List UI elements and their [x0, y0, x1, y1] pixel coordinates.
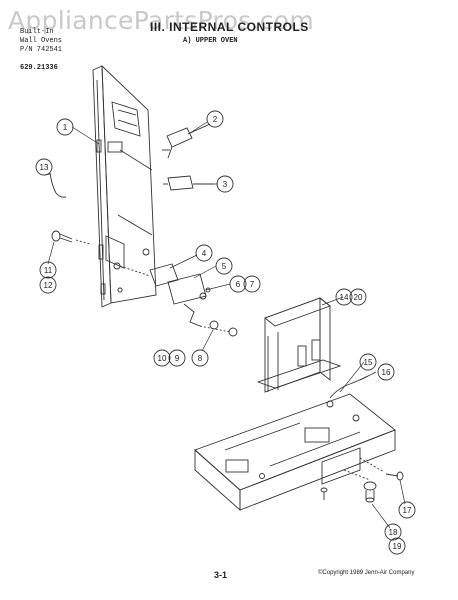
header-line-3: P/N 742541 — [20, 46, 63, 54]
svg-text:6: 6 — [236, 280, 241, 289]
fastener-parts — [320, 457, 404, 503]
callout-15: 15 — [359, 353, 377, 371]
callout-1: 1 — [56, 118, 74, 136]
svg-text:16: 16 — [382, 368, 391, 377]
svg-text:13: 13 — [40, 163, 49, 172]
wire-part — [49, 172, 67, 198]
knob-assembly — [183, 303, 238, 337]
svg-text:17: 17 — [403, 506, 412, 515]
callout-4: 4 — [195, 244, 213, 262]
svg-text:8: 8 — [198, 354, 203, 363]
header-line-1: Built-In — [20, 28, 54, 36]
leader-lines — [43, 121, 406, 529]
svg-text:12: 12 — [44, 281, 53, 290]
page-number: 3-1 — [214, 570, 228, 580]
svg-text:9: 9 — [175, 354, 180, 363]
svg-text:15: 15 — [364, 358, 373, 367]
callout-13: 13 — [35, 158, 53, 176]
callout-9: 9 — [168, 349, 186, 367]
header-info: Built-In Wall Ovens P/N 742541 — [20, 28, 62, 55]
callout-2: 2 — [206, 110, 224, 128]
callout-5: 5 — [215, 257, 233, 275]
control-panel-bracket — [92, 64, 157, 308]
thermostat-assembly — [119, 263, 211, 305]
svg-text:18: 18 — [389, 528, 398, 537]
callout-3: 3 — [216, 175, 234, 193]
page-title: III. INTERNAL CONTROLS — [150, 20, 309, 34]
callout-18: 18 — [384, 523, 402, 541]
callout-6: 6 — [229, 275, 247, 293]
svg-text:20: 20 — [354, 293, 363, 302]
svg-text:2: 2 — [213, 115, 218, 124]
callout-19: 19 — [388, 537, 406, 555]
transformer-part — [256, 297, 342, 393]
svg-text:4: 4 — [202, 249, 207, 258]
page-subtitle: A) UPPER OVEN — [183, 37, 238, 45]
svg-text:10: 10 — [158, 354, 167, 363]
mounting-screw — [51, 230, 91, 245]
callout-14: 14 — [335, 288, 353, 306]
callout-12: 12 — [39, 276, 57, 294]
relay-part — [163, 175, 214, 191]
svg-text:19: 19 — [393, 542, 402, 551]
svg-text:3: 3 — [223, 180, 228, 189]
watermark: AppliancePartsPros.com — [8, 6, 315, 35]
svg-text:7: 7 — [250, 280, 255, 289]
callout-labels: 1 2 3 13 4 5 6 7 11 12 10 9 8 14 20 15 1… — [35, 110, 416, 555]
base-tray — [194, 393, 396, 512]
svg-text:14: 14 — [340, 293, 349, 302]
callout-8: 8 — [191, 349, 209, 367]
callout-16: 16 — [377, 363, 395, 381]
callout-20: 20 — [349, 288, 367, 306]
model-number: 629.21336 — [20, 64, 58, 72]
callout-11: 11 — [39, 261, 57, 279]
copyright-notice: ©Copyright 1989 Jenn-Air Company — [318, 570, 415, 576]
svg-text:11: 11 — [44, 266, 53, 275]
svg-text:5: 5 — [222, 262, 227, 271]
svg-text:1: 1 — [63, 123, 68, 132]
callout-7: 7 — [243, 275, 261, 293]
header-line-2: Wall Ovens — [20, 37, 63, 45]
callout-17: 17 — [398, 501, 416, 519]
switch-part — [162, 123, 211, 159]
callout-10: 10 — [153, 349, 171, 367]
